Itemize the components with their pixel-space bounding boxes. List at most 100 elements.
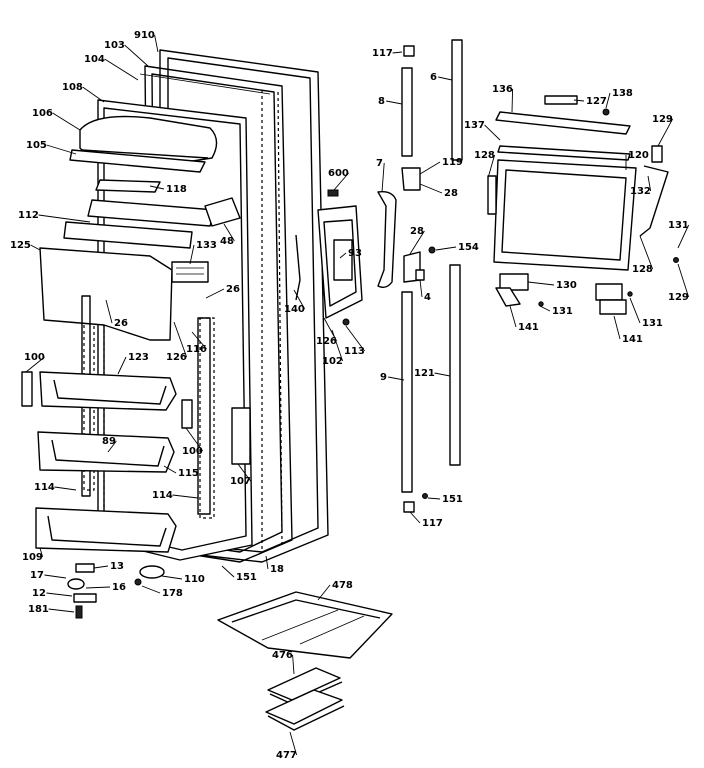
door-bottom-hinge bbox=[495, 273, 633, 315]
callout-leader bbox=[105, 299, 113, 324]
callout-label: 28 bbox=[444, 188, 458, 199]
callout-117b: 117 bbox=[409, 511, 443, 529]
callout-label: 103 bbox=[104, 40, 125, 51]
callout-label: 128 bbox=[632, 264, 653, 275]
door-bin-middle bbox=[37, 431, 175, 473]
callout-18: 18 bbox=[265, 555, 284, 575]
bin-clip-right bbox=[181, 399, 193, 429]
callout-leader bbox=[339, 252, 347, 259]
callout-leader bbox=[484, 124, 501, 141]
dispenser-housing bbox=[295, 189, 363, 326]
callout-910: 910 bbox=[134, 30, 159, 53]
callout-label: 128 bbox=[474, 150, 495, 161]
callout-leader bbox=[85, 586, 111, 589]
callout-leader bbox=[54, 486, 77, 491]
callout-leader bbox=[427, 497, 441, 500]
callout-478: 478 bbox=[317, 580, 353, 601]
callout-leader bbox=[409, 230, 425, 255]
callout-label: 13 bbox=[110, 561, 124, 572]
callout-label: 137 bbox=[464, 120, 485, 131]
callout-label: 100 bbox=[182, 446, 203, 457]
callout-label: 132 bbox=[630, 186, 651, 197]
callout-100a: 100 bbox=[24, 352, 45, 373]
callout-label: 107 bbox=[230, 476, 251, 487]
callout-label: 114 bbox=[34, 482, 55, 493]
callout-17: 17 bbox=[30, 570, 67, 581]
callout-label: 136 bbox=[492, 84, 513, 95]
callout-9: 9 bbox=[380, 372, 405, 383]
callout-leader bbox=[677, 263, 690, 298]
callout-leader bbox=[48, 608, 75, 613]
callout-label: 28 bbox=[410, 226, 424, 237]
crisper-tray bbox=[217, 591, 393, 659]
callout-label: 140 bbox=[284, 304, 305, 315]
rail-clip bbox=[231, 407, 251, 465]
callout-label: 18 bbox=[270, 564, 284, 575]
callout-129b: 129 bbox=[668, 263, 690, 303]
callout-151b: 151 bbox=[427, 494, 463, 505]
callout-label: 6 bbox=[430, 72, 437, 83]
callout-133: 133 bbox=[189, 240, 217, 265]
callout-119: 119 bbox=[419, 157, 463, 175]
callout-label: 93 bbox=[348, 248, 362, 259]
callout-4: 4 bbox=[419, 279, 431, 303]
callout-132: 132 bbox=[630, 175, 652, 197]
door-top-trim bbox=[495, 111, 631, 161]
dispenser-lever bbox=[204, 197, 241, 227]
callout-label: 26 bbox=[114, 318, 128, 329]
callout-leader bbox=[154, 34, 159, 53]
callout-leader bbox=[82, 86, 105, 103]
callout-label: 126 bbox=[316, 336, 337, 347]
callout-107: 107 bbox=[230, 463, 251, 487]
callout-13: 13 bbox=[93, 561, 124, 572]
callout-leader bbox=[46, 592, 73, 597]
callout-131a: 131 bbox=[668, 220, 690, 249]
callout-leader bbox=[605, 92, 611, 109]
callout-label: 117 bbox=[372, 48, 393, 59]
callout-label: 476 bbox=[272, 650, 293, 661]
callout-label: 17 bbox=[30, 570, 44, 581]
trim-strip-upper bbox=[451, 39, 463, 161]
callout-leader bbox=[93, 565, 109, 569]
callout-label: 109 bbox=[22, 552, 43, 563]
callout-600: 600 bbox=[328, 168, 349, 191]
callout-114b: 114 bbox=[152, 490, 199, 501]
callout-181: 181 bbox=[28, 604, 75, 615]
callout-137: 137 bbox=[464, 120, 501, 141]
callout-leader bbox=[511, 88, 514, 113]
callout-125: 125 bbox=[10, 240, 41, 251]
callout-leader bbox=[317, 584, 331, 601]
callout-label: 126 bbox=[166, 352, 187, 363]
callout-label: 151 bbox=[236, 572, 257, 583]
callout-label: 89 bbox=[102, 436, 116, 447]
door-handle bbox=[377, 190, 397, 289]
middle-shelf bbox=[63, 199, 216, 249]
callout-label: 131 bbox=[552, 306, 573, 317]
callout-108: 108 bbox=[62, 82, 105, 103]
callout-128a: 128 bbox=[474, 150, 496, 179]
callout-154: 154 bbox=[435, 242, 479, 253]
callout-label: 151 bbox=[442, 494, 463, 505]
door-bin-lower bbox=[35, 507, 177, 553]
callout-leader bbox=[333, 172, 349, 191]
callout-leader bbox=[677, 224, 690, 249]
callout-leader bbox=[573, 99, 585, 102]
callout-leader bbox=[223, 223, 235, 242]
callout-label: 117 bbox=[422, 518, 443, 529]
callout-label: 178 bbox=[162, 588, 183, 599]
callout-leader bbox=[221, 565, 235, 578]
callout-leader bbox=[613, 315, 621, 340]
callout-leader bbox=[46, 144, 77, 155]
freezer-door-frame bbox=[493, 159, 637, 271]
callout-label: 133 bbox=[196, 240, 217, 251]
callout-label: 119 bbox=[442, 157, 463, 168]
callout-label: 181 bbox=[28, 604, 49, 615]
callout-leader bbox=[647, 175, 652, 192]
callout-leader bbox=[419, 183, 443, 194]
callout-label: 4 bbox=[424, 292, 431, 303]
callout-100b: 100 bbox=[182, 427, 203, 457]
callout-label: 100 bbox=[24, 352, 45, 363]
callout-110: 110 bbox=[161, 574, 205, 585]
callout-label: 478 bbox=[332, 580, 353, 591]
